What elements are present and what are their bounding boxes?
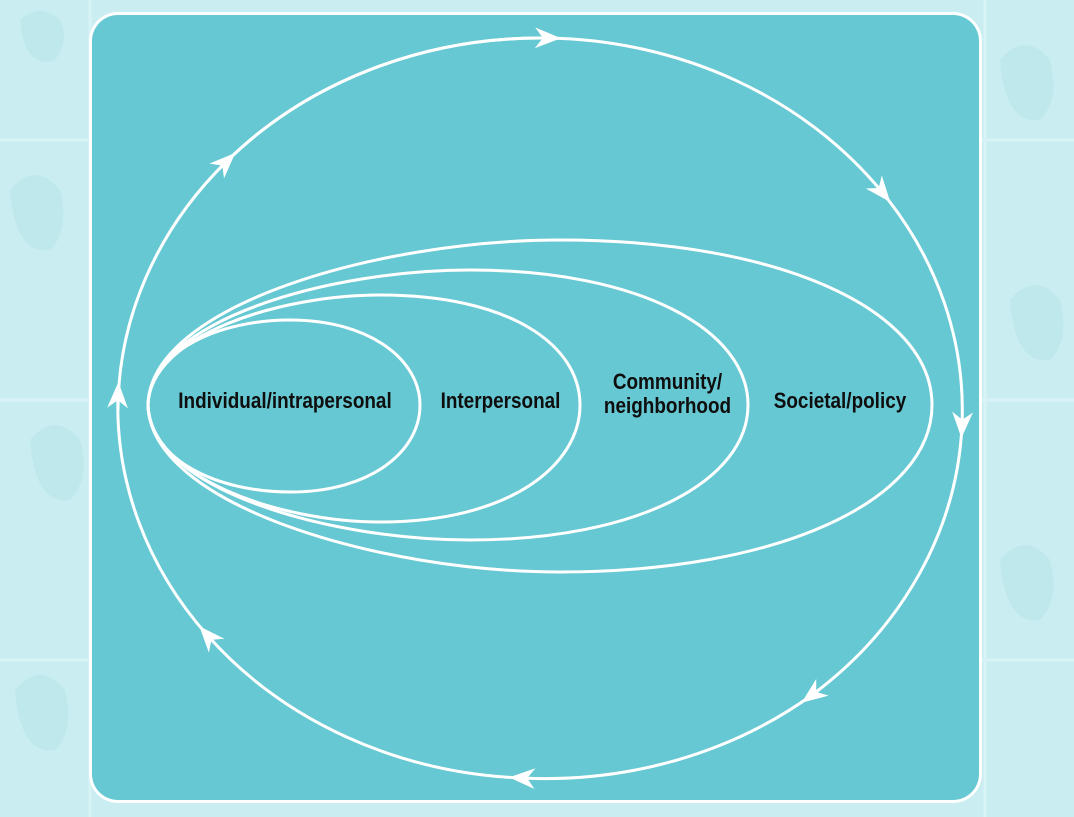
cycle-arrow-right (880, 191, 973, 438)
level-label-individual: Individual/intrapersonal (178, 388, 392, 413)
level-label-community-line2: neighborhood (603, 393, 732, 418)
ellipse-interpersonal (146, 293, 582, 524)
level-label-community: Community/ neighborhood (597, 370, 739, 418)
cycle-arrow-left (107, 382, 210, 637)
cycle-arrow-bottom-left (199, 626, 523, 780)
cycle-arrow-top (224, 27, 561, 164)
level-label-community-line1: Community/ (612, 369, 723, 394)
cycle-arrow-top-left (116, 152, 236, 411)
ellipse-community (146, 268, 750, 542)
cycle-arrow-bottom-right (801, 424, 964, 703)
ellipse-individual (146, 318, 422, 494)
cycle-arrow-top-right (547, 36, 891, 203)
ellipse-societal (146, 238, 934, 574)
level-label-societal: Societal/policy (773, 388, 907, 413)
cycle-segment (224, 36, 541, 164)
level-label-interpersonal: Interpersonal (440, 388, 561, 413)
cycle-arrow-bottom (509, 693, 813, 790)
